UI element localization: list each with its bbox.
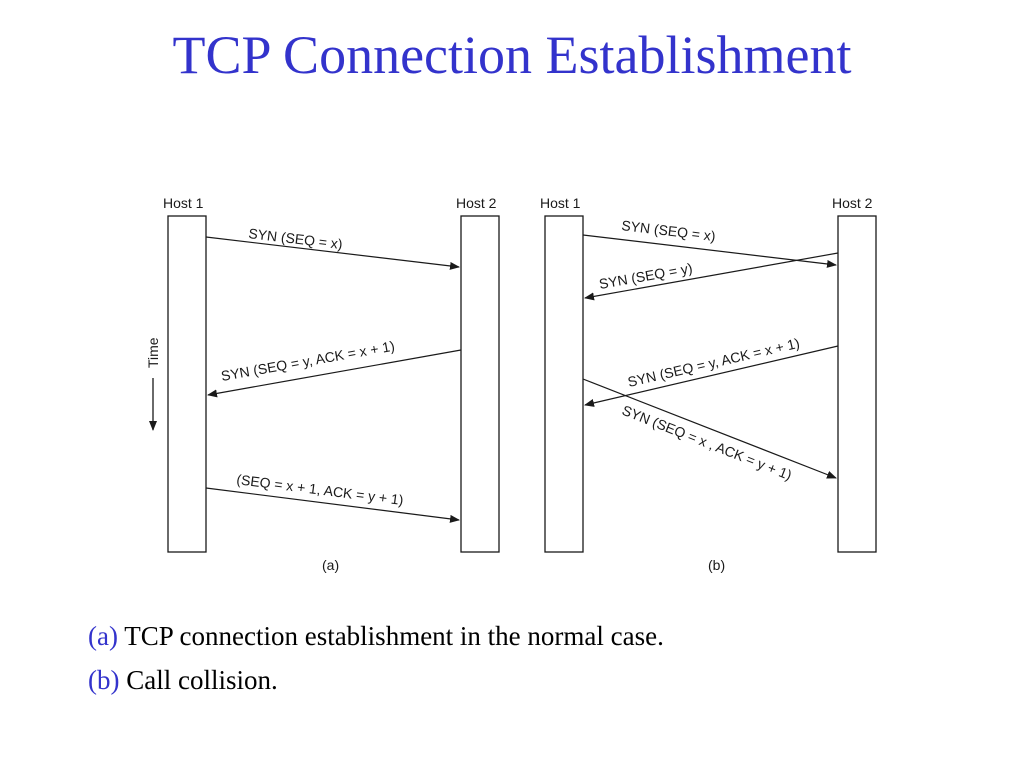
panel-b-host1-label: Host 1 — [540, 195, 581, 211]
caption-text-a: TCP connection establishment in the norm… — [124, 621, 664, 651]
panel-a-host1-timeline — [167, 215, 207, 553]
panel-a-arrow-syn — [205, 236, 460, 270]
figure-caption: (a) TCP connection establishment in the … — [88, 614, 664, 702]
caption-tag-b: (b) — [88, 665, 120, 695]
panel-a-arrow-syn-ack — [207, 349, 462, 398]
panel-b-arrow-syn-ack-1 — [584, 345, 839, 407]
panel-b-host2-label: Host 2 — [832, 195, 873, 211]
caption-tag-a: (a) — [88, 621, 118, 651]
panel-a-host1-label: Host 1 — [163, 195, 204, 211]
time-axis-label: Time — [145, 337, 161, 368]
caption-line-b: (b) Call collision. — [88, 658, 664, 702]
panel-b-arrow-syn-x — [582, 234, 837, 268]
panel-a-host2-timeline — [460, 215, 500, 553]
caption-text-b: Call collision. — [126, 665, 278, 695]
panel-b-label: (b) — [708, 557, 725, 573]
panel-b-msg-syn-x: SYN (SEQ = x) — [621, 217, 717, 244]
panel-a-arrow-ack — [205, 487, 460, 523]
panel-b: Host 1 Host 2 SYN (SEQ = x) SYN (SEQ = y… — [540, 195, 877, 573]
panel-b-msg-syn-ack-2: SYN (SEQ = x , ACK = y + 1) — [620, 402, 794, 483]
tcp-handshake-diagram: Host 1 Host 2 Time SYN (SEQ = x) SYN (SE… — [145, 195, 877, 573]
slide-title: TCP Connection Establishment — [172, 25, 852, 85]
panel-b-arrow-syn-y — [584, 252, 839, 301]
panel-a-label: (a) — [322, 557, 339, 573]
panel-b-host2-timeline — [837, 215, 877, 553]
panel-a: Host 1 Host 2 Time SYN (SEQ = x) SYN (SE… — [145, 195, 500, 573]
caption-line-a: (a) TCP connection establishment in the … — [88, 614, 664, 658]
panel-a-host2-label: Host 2 — [456, 195, 497, 211]
panel-b-host1-timeline — [544, 215, 584, 553]
panel-b-msg-syn-ack-1: SYN (SEQ = y, ACK = x + 1) — [626, 335, 801, 390]
panel-b-arrow-syn-ack-2 — [582, 378, 837, 479]
